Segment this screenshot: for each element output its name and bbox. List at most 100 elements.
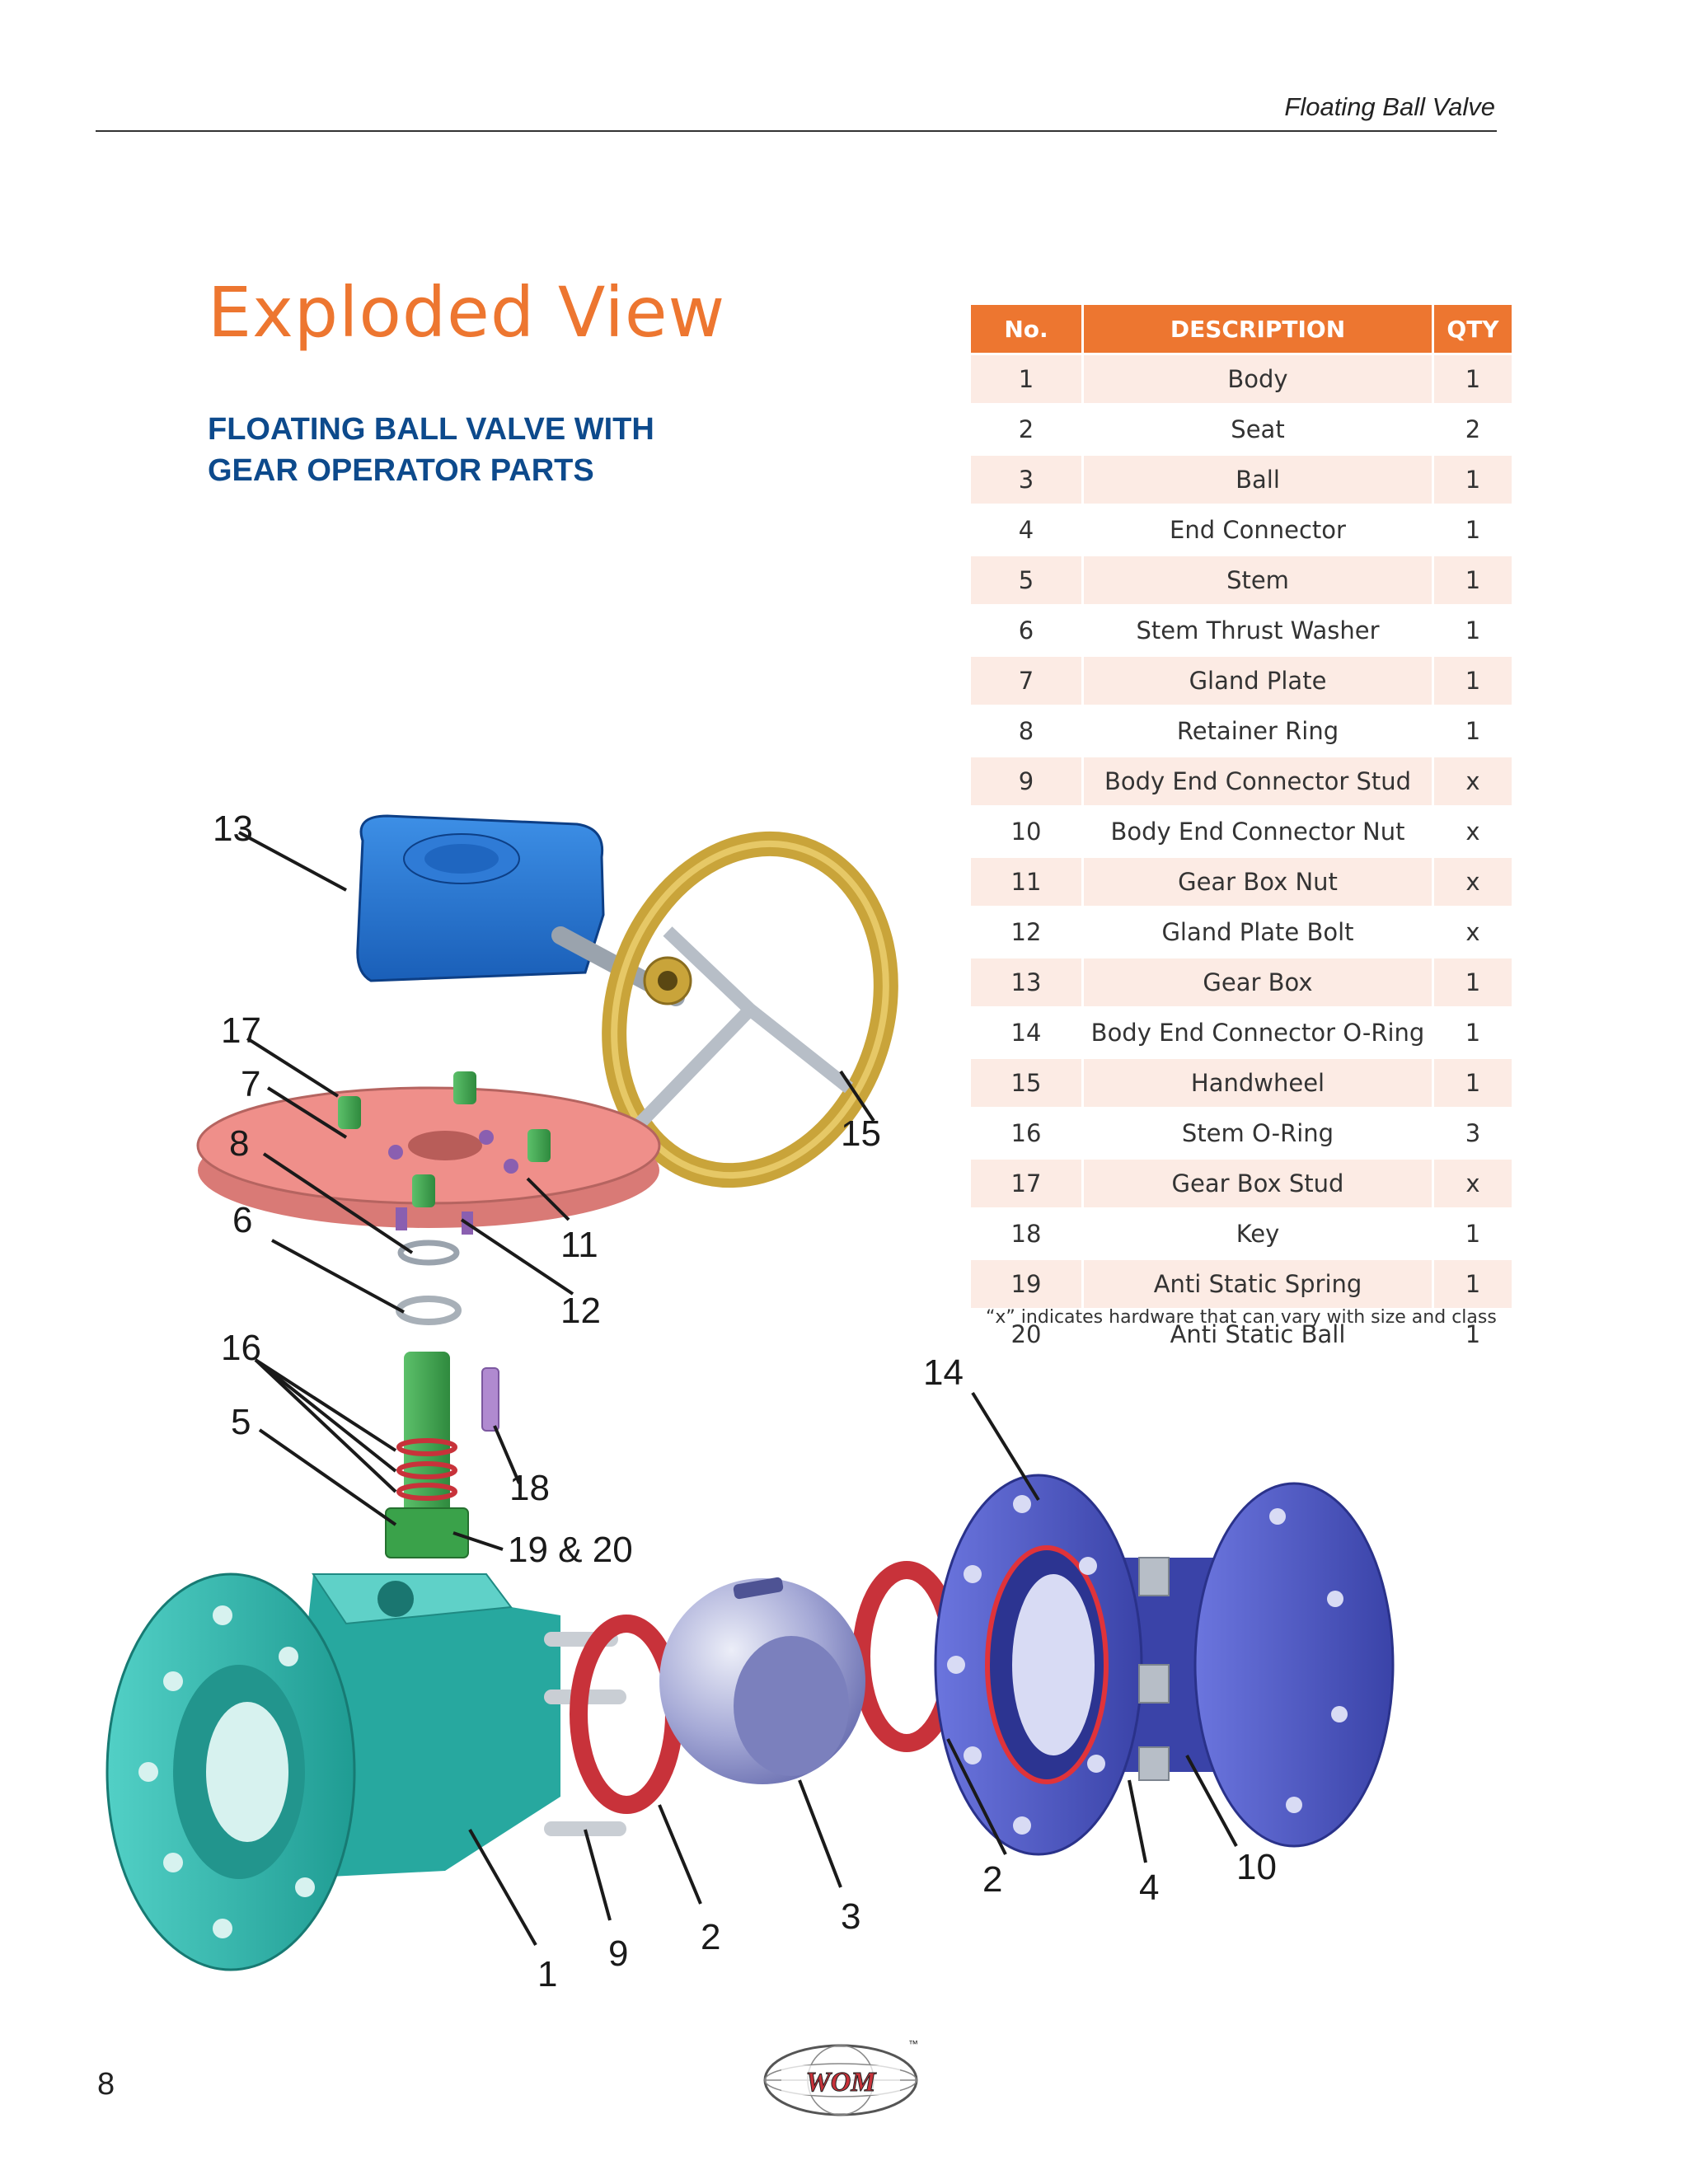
cell-description: Gland Plate Bolt	[1084, 906, 1432, 956]
cell-no: 2	[971, 403, 1084, 453]
cell-qty: 2	[1432, 403, 1512, 453]
cell-description: Anti Static Ball	[1084, 1308, 1432, 1358]
callout-14: 14	[923, 1352, 964, 1393]
cell-qty: 1	[1432, 1207, 1512, 1258]
callout-2-right: 2	[982, 1859, 1002, 1900]
callout-7: 7	[241, 1064, 260, 1104]
cell-no: 18	[971, 1207, 1084, 1258]
cell-qty: x	[1432, 1157, 1512, 1207]
callout-4: 4	[1139, 1868, 1159, 1908]
cell-qty: 1	[1432, 654, 1512, 705]
cell-description: Retainer Ring	[1084, 705, 1432, 755]
cell-qty: x	[1432, 805, 1512, 855]
exploded-view-diagram: 13 17 7 8 6 16 5 11 12 15 18 19 & 20 14 …	[106, 808, 1395, 1994]
callout-5: 5	[231, 1402, 251, 1442]
cell-qty: 1	[1432, 1006, 1512, 1057]
cell-description: Body	[1084, 353, 1432, 403]
cell-description: Seat	[1084, 403, 1432, 453]
callout-2-left: 2	[701, 1917, 720, 1957]
cell-no: 17	[971, 1157, 1084, 1207]
cell-qty: 1	[1432, 604, 1512, 654]
callout-19-20: 19 & 20	[508, 1530, 633, 1570]
gear-box	[356, 814, 605, 982]
cell-no: 19	[971, 1258, 1084, 1308]
cell-no: 4	[971, 504, 1084, 554]
header-description: DESCRIPTION	[1084, 305, 1432, 353]
header-no: No.	[971, 305, 1084, 353]
cell-description: Stem O-Ring	[1084, 1107, 1432, 1157]
subtitle-line-1: FLOATING BALL VALVE WITH	[208, 412, 654, 447]
section-subtitle: FLOATING BALL VALVE WITH GEAR OPERATOR P…	[208, 409, 654, 491]
subtitle-line-2: GEAR OPERATOR PARTS	[208, 453, 594, 488]
cell-no: 13	[971, 956, 1084, 1006]
cell-no: 11	[971, 855, 1084, 906]
cell-qty: 1	[1432, 956, 1512, 1006]
stem	[385, 1352, 469, 1558]
cell-no: 5	[971, 554, 1084, 604]
cell-description: Gear Box Stud	[1084, 1157, 1432, 1207]
callout-15: 15	[841, 1113, 881, 1154]
page-title: Exploded View	[208, 272, 726, 353]
table-footnote: “x” indicates hardware that can vary wit…	[986, 1307, 1497, 1328]
cell-no: 10	[971, 805, 1084, 855]
cell-qty: 1	[1432, 705, 1512, 755]
wom-logo: WOM ™	[763, 2038, 918, 2116]
cell-description: End Connector	[1084, 504, 1432, 554]
cell-description: Gland Plate	[1084, 654, 1432, 705]
end-connector	[934, 1474, 1395, 1856]
cell-description: Body End Connector Nut	[1084, 805, 1432, 855]
cell-qty: 1	[1432, 453, 1512, 504]
ball	[659, 1577, 865, 1784]
cell-description: Ball	[1084, 453, 1432, 504]
cell-description: Gear Box Nut	[1084, 855, 1432, 906]
callout-12: 12	[560, 1291, 601, 1331]
gland-plate	[196, 1071, 661, 1235]
handwheel	[551, 831, 898, 1188]
cell-qty: x	[1432, 855, 1512, 906]
cell-description: Anti Static Spring	[1084, 1258, 1432, 1308]
cell-qty: 1	[1432, 353, 1512, 403]
callout-17: 17	[221, 1010, 261, 1051]
cell-no: 6	[971, 604, 1084, 654]
page-number: 8	[97, 2067, 115, 2102]
callout-16: 16	[221, 1328, 261, 1368]
cell-qty: x	[1432, 755, 1512, 805]
callout-1: 1	[537, 1954, 557, 1994]
cell-description: Gear Box	[1084, 956, 1432, 1006]
cell-no: 3	[971, 453, 1084, 504]
cell-no: 15	[971, 1057, 1084, 1107]
callout-18: 18	[509, 1468, 550, 1508]
cell-qty: 1	[1432, 1308, 1512, 1358]
cell-no: 1	[971, 353, 1084, 403]
cell-qty: 1	[1432, 554, 1512, 604]
key	[481, 1367, 499, 1432]
header-rule	[96, 130, 1497, 132]
cell-qty: 3	[1432, 1107, 1512, 1157]
header-qty: QTY	[1432, 305, 1512, 353]
callout-13: 13	[213, 808, 253, 849]
cell-qty: 1	[1432, 1258, 1512, 1308]
cell-qty: x	[1432, 906, 1512, 956]
seat-left	[570, 1615, 683, 1814]
cell-qty: 1	[1432, 1057, 1512, 1107]
callout-9: 9	[608, 1933, 628, 1974]
logo-trademark: ™	[908, 2038, 918, 2050]
cell-description: Key	[1084, 1207, 1432, 1258]
